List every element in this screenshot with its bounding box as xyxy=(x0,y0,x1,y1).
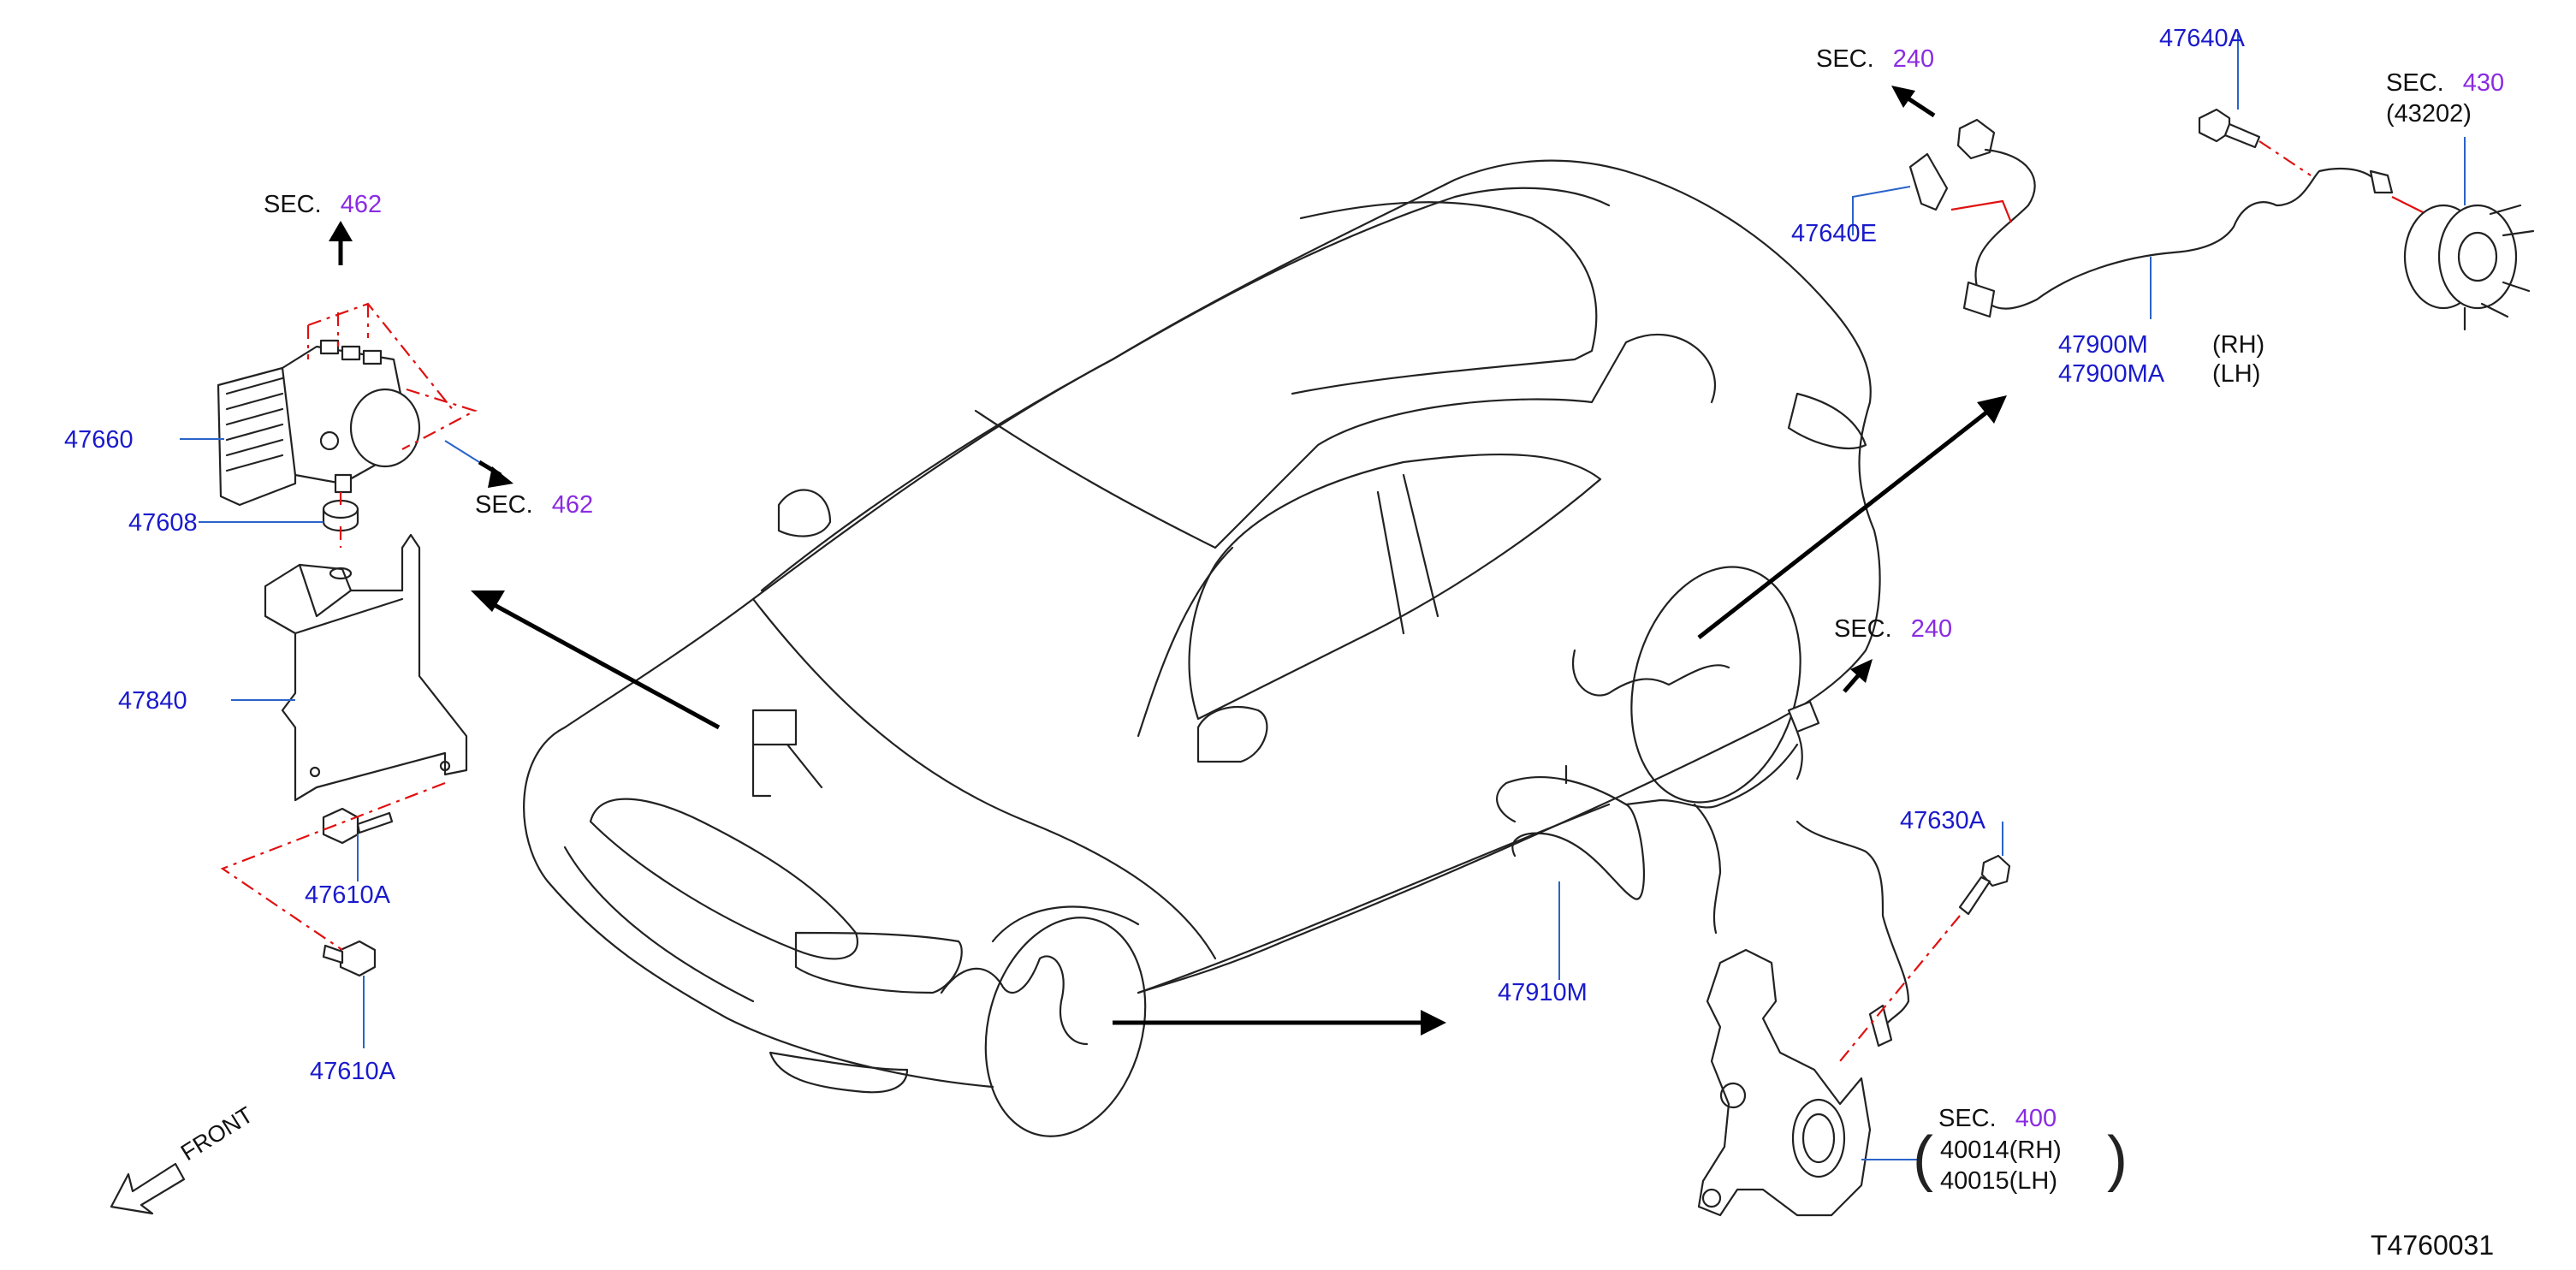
part-40015[interactable]: 40015(LH) xyxy=(1940,1167,2058,1195)
front-wheel-arch xyxy=(984,917,1147,1137)
paren-right: ) xyxy=(2107,1125,2128,1193)
bolt-assembly-line xyxy=(220,781,446,951)
rear-wheel-arch xyxy=(1630,566,1801,804)
drawing-number: T4760031 xyxy=(2371,1230,2495,1261)
rear-harness-on-car xyxy=(1572,649,1730,697)
rear-hub xyxy=(2403,204,2535,331)
bracket-47840 xyxy=(264,533,468,802)
sec-240-top-label[interactable]: SEC. 240 xyxy=(1816,45,1934,74)
steering-knuckle xyxy=(1697,948,1872,1217)
part-47610a-upper[interactable]: 47610A xyxy=(305,881,390,909)
side-lh: (LH) xyxy=(2212,360,2261,388)
part-47608[interactable]: 47608 xyxy=(128,509,198,537)
sec-word: SEC. xyxy=(475,491,533,519)
sec-462-right-label[interactable]: SEC. 462 xyxy=(475,490,593,519)
bolt-47610a-lower xyxy=(322,940,377,977)
sec-number: 240 xyxy=(1892,45,1935,73)
front-direction-arrow xyxy=(110,1162,186,1215)
side-rh: (RH) xyxy=(2212,331,2265,359)
sec-462-top-label[interactable]: SEC. 462 xyxy=(264,190,382,219)
front-wheel-sensor xyxy=(1496,700,2011,1062)
sec-240-mid-label[interactable]: SEC. 240 xyxy=(1834,614,1952,644)
front-harness-on-car xyxy=(940,955,1089,1046)
sec-word: SEC. xyxy=(2386,69,2444,97)
sec-400-label[interactable]: SEC. 400 xyxy=(1938,1104,2057,1133)
sec-number: 400 xyxy=(2015,1105,2057,1132)
part-47840[interactable]: 47840 xyxy=(118,687,187,715)
part-40014[interactable]: 40014(RH) xyxy=(1940,1136,2062,1164)
abs-actuator xyxy=(217,302,478,507)
part-47640e[interactable]: 47640E xyxy=(1791,220,1877,247)
sec-number: 462 xyxy=(340,191,383,218)
part-47900ma[interactable]: 47900MA xyxy=(2058,360,2165,388)
car-outline xyxy=(523,159,1881,1094)
callout-arrows xyxy=(329,86,2007,1036)
sec-430-label[interactable]: SEC. 430 xyxy=(2386,68,2504,98)
sec-word: SEC. xyxy=(1938,1105,1997,1132)
sec-word: SEC. xyxy=(1834,615,1892,643)
sec-number: 430 xyxy=(2462,69,2505,97)
insulator-47608 xyxy=(322,492,359,548)
part-47910m[interactable]: 47910M xyxy=(1498,979,1588,1006)
sec-word: SEC. xyxy=(1816,45,1874,73)
rear-wheel-sensor xyxy=(1908,108,2427,318)
sec-number: 462 xyxy=(551,491,594,519)
part-47640a[interactable]: 47640A xyxy=(2159,25,2245,52)
part-47610a-lower[interactable]: 47610A xyxy=(310,1058,395,1085)
paren-left: ( xyxy=(1913,1125,1933,1193)
sec-word: SEC. xyxy=(264,191,322,218)
sec-430-ref: (43202) xyxy=(2386,100,2472,128)
part-47630a[interactable]: 47630A xyxy=(1900,807,1985,834)
part-47900m[interactable]: 47900M xyxy=(2058,331,2148,359)
abs-unit-on-car xyxy=(751,709,823,798)
sec-number: 240 xyxy=(1910,615,1953,643)
part-47660[interactable]: 47660 xyxy=(64,426,134,454)
